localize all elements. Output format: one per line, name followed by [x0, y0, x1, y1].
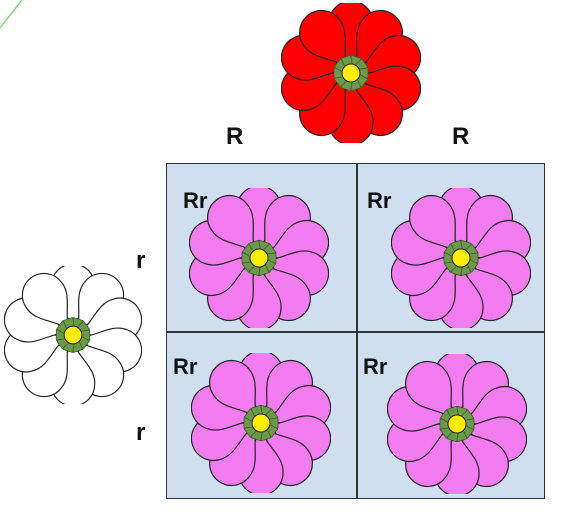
- petal: [299, 10, 348, 68]
- left-allele-top: r: [136, 247, 146, 274]
- white-parent-flower: [4, 266, 142, 404]
- corner-decoration-line: [0, 0, 23, 29]
- flower-center: [249, 248, 269, 268]
- pink-offspring-flower: [391, 188, 531, 328]
- genotype-label: Rr: [173, 354, 198, 379]
- petal: [21, 272, 70, 330]
- petal: [207, 195, 256, 253]
- pink-offspring-flower: [191, 353, 331, 493]
- flower-center: [63, 325, 83, 345]
- flower-center: [251, 413, 271, 433]
- cell-bottom-left: Rr: [167, 332, 356, 499]
- flower-center: [447, 414, 467, 434]
- cell-top-left: Rr: [167, 164, 356, 331]
- genotype-label: Rr: [367, 188, 392, 213]
- petal: [409, 195, 458, 253]
- pink-offspring-flower: [387, 354, 527, 494]
- cell-bottom-right: Rr: [357, 332, 546, 499]
- petal: [209, 360, 258, 418]
- top-allele-right: R: [452, 123, 470, 150]
- genotype-label: Rr: [363, 354, 388, 379]
- genotype-label: Rr: [183, 188, 208, 213]
- flower-center: [341, 63, 361, 83]
- red-parent-flower: [281, 3, 421, 143]
- punnett-square: Rr Rr Rr Rr: [166, 163, 545, 499]
- cell-top-right: Rr: [357, 164, 546, 331]
- pink-offspring-flower: [189, 188, 329, 328]
- grid-divider-horizontal: [167, 331, 544, 333]
- petal: [405, 361, 454, 419]
- top-allele-left: R: [226, 123, 244, 150]
- left-allele-bottom: r: [136, 419, 146, 446]
- flower-center: [451, 248, 471, 268]
